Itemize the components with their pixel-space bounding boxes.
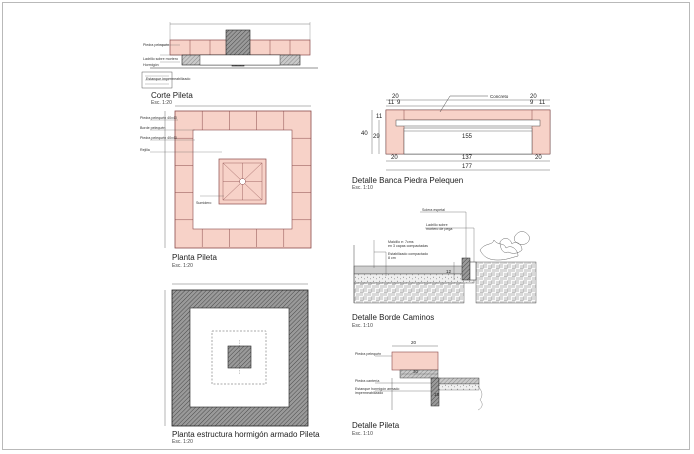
banca-dim-bottom-mid: 137 <box>462 155 473 161</box>
planta-scale: Esc. 1:20 <box>172 263 193 269</box>
banca-dim-inner-right2: 11 <box>539 100 546 106</box>
estructura-title: Planta estructura hormigón armado Pileta <box>172 430 320 439</box>
banca-dim-mid: 155 <box>462 134 473 140</box>
sheet-border <box>2 2 690 450</box>
planta-note-4: Rejilla <box>140 148 150 152</box>
borde-note-ladrillo: Ladrillo sobre mortero de pega <box>426 223 453 231</box>
planta-note-5: Sumidero <box>196 201 212 205</box>
borde-note-solera: Solera espetal <box>422 208 445 212</box>
pileta-note-piedra: Piedra pelequén <box>355 352 382 356</box>
planta-title: Planta Pileta <box>172 253 217 262</box>
banca-scale: Esc. 1:10 <box>352 185 373 191</box>
corte-scale: Esc. 1:20 <box>151 100 172 106</box>
banca-dim-bottom-left: 20 <box>391 155 398 161</box>
banca-dim-inner-left2: 9 <box>397 100 401 106</box>
corte-note-1: Piedra pelequén <box>143 43 170 47</box>
banca-dim-total: 177 <box>462 164 473 170</box>
borde-title: Detalle Borde Caminos <box>352 313 435 322</box>
pileta-dim-30: 30 <box>413 369 419 374</box>
planta-estructura-plan <box>164 283 309 427</box>
banca-title: Detalle Banca Piedra Pelequen <box>352 176 464 185</box>
corte-note-2: Ladrillo sobre mortero <box>143 57 178 61</box>
banca-dim-inner-right: 9 <box>530 100 534 106</box>
banca-dim-height-top: 11 <box>376 114 383 120</box>
pileta-title: Detalle Pileta <box>352 421 400 430</box>
corte-note-3: Hormigón <box>143 63 159 67</box>
banca-detail: 20 20 11 9 9 11 155 20 137 20 177 40 29 … <box>361 94 551 171</box>
pileta-detail: 20 30 15 <box>375 340 483 411</box>
pileta-note-estanque: Estanque hormigón armado impermeabilizad… <box>355 387 400 395</box>
banca-dim-top-left: 20 <box>392 94 399 100</box>
planta-pileta-plan <box>150 105 312 249</box>
pileta-scale: Esc. 1:10 <box>352 431 373 437</box>
planta-note-2: Borde pelequén <box>140 126 166 130</box>
pileta-note-laja: Piedra cantería <box>355 379 380 383</box>
banca-dim-bottom-right: 20 <box>535 155 542 161</box>
corte-pileta-section <box>141 22 318 89</box>
pileta-dim-20: 20 <box>411 340 417 345</box>
estructura-scale: Esc. 1:20 <box>172 439 193 445</box>
borde-note-maicillo: Maicillo e: 7cms en 3 capas compactadas <box>388 240 428 248</box>
corte-title: Corte Pileta <box>151 91 193 100</box>
borde-note-estabilizado: Estabilizado compactado 8 cm <box>388 252 428 260</box>
banca-dim-height-outer: 40 <box>361 131 368 137</box>
borde-scale: Esc. 1:10 <box>352 323 373 329</box>
planta-note-3: Piedra pelequén 40x40 <box>140 136 177 140</box>
planta-note-1: Piedra pelequén 40x40 <box>140 116 177 120</box>
banca-label-concreto: Concreto <box>490 94 509 99</box>
borde-dim-12: 12 <box>446 269 452 274</box>
banca-dim-top-right: 20 <box>530 94 537 100</box>
borde-detail: 12 <box>353 211 537 304</box>
pileta-dim-15: 15 <box>434 392 440 397</box>
corte-note-4: Estanque impermeabilizado <box>146 77 191 81</box>
banca-dim-inner-left: 11 <box>388 100 395 106</box>
banca-dim-height-inner: 29 <box>373 134 380 140</box>
